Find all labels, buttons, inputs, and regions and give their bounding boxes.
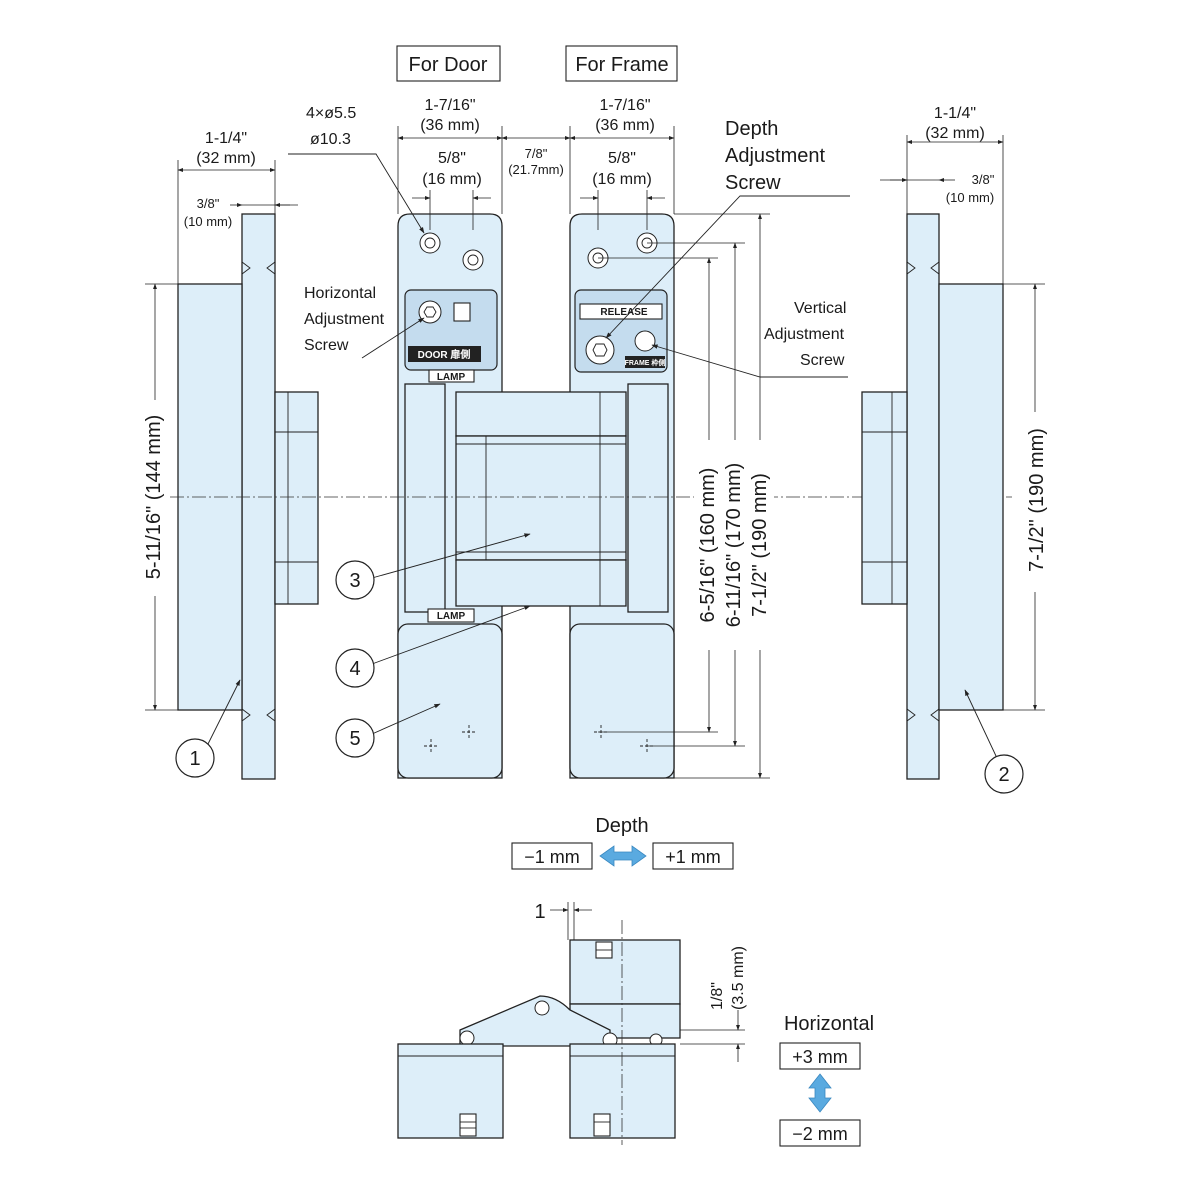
left-knuckle [274, 391, 319, 605]
door-arm-rail [404, 383, 446, 613]
callout-5: 5 [349, 728, 360, 750]
holes-spec: 4×ø5.5 [306, 105, 356, 122]
bottom-section-view: 1 1/8" (3.5 mm) [397, 901, 747, 1145]
callout-1: 1 [189, 748, 200, 770]
depth-adj-3: Screw [725, 172, 781, 194]
gap-in: 7/8" [525, 146, 548, 161]
h170: 6-11/16" (170 mm) [723, 463, 745, 628]
left-offset-mm: (10 mm) [184, 214, 232, 229]
frame-pitch-in: 5/8" [608, 150, 636, 167]
callout-3: 3 [349, 570, 360, 592]
lower-arm [455, 559, 627, 607]
front-view: For Door For Frame DOOR 扉側 LAMP LAMP REL… [170, 45, 1012, 779]
horiz-adj-2: Adjustment [304, 311, 385, 328]
horizontal-plus: +3 mm [792, 1047, 848, 1067]
right-body [938, 283, 1004, 711]
lamp-stamp-top: LAMP [437, 372, 466, 383]
door-pitch-in: 5/8" [438, 150, 466, 167]
vert-adj-3: Screw [800, 352, 845, 369]
right-offset-in: 3/8" [972, 172, 995, 187]
frame-width-in: 1-7/16" [599, 97, 650, 114]
bottom-h-mm: (3.5 mm) [730, 946, 747, 1010]
horizontal-title: Horizontal [784, 1013, 874, 1035]
right-knuckle [861, 391, 908, 605]
left-offset-in: 3/8" [197, 196, 220, 211]
right-side-view: 1-1/4" (32 mm) 3/8" (10 mm) 7-1/2" (190 … [861, 105, 1052, 794]
left-height: 5-11/16" (144 mm) [143, 415, 165, 580]
door-pitch-mm: (16 mm) [422, 171, 482, 188]
right-width-in: 1-1/4" [934, 105, 976, 122]
vert-adj-2: Adjustment [764, 326, 845, 343]
depth-offset: 1 [534, 901, 545, 923]
depth-indicator: Depth −1 mm +1 mm [511, 815, 734, 870]
door-bottom-cup [397, 623, 503, 779]
callout-4: 4 [349, 658, 360, 680]
frame-section-block [569, 1043, 676, 1139]
horiz-adj-3: Screw [304, 337, 349, 354]
callout-2: 2 [998, 764, 1009, 786]
depth-adj-2: Adjustment [725, 145, 825, 167]
frame-top-block [569, 939, 681, 1005]
left-width-in: 1-1/4" [205, 130, 247, 147]
depth-title: Depth [595, 815, 648, 837]
frame-stamp: FRAME 枠側 [625, 358, 666, 367]
frame-arm-rail [627, 383, 669, 613]
horizontal-minus: −2 mm [792, 1124, 848, 1144]
right-height: 7-1/2" (190 mm) [1026, 428, 1048, 572]
horizontal-indicator: Horizontal +3 mm −2 mm [779, 1013, 874, 1147]
frame-bottom-cup [569, 623, 675, 779]
gap-mm: (21.7mm) [508, 162, 564, 177]
frame-pitch-mm: (16 mm) [592, 171, 652, 188]
for-door-label: For Door [409, 54, 488, 76]
lamp-stamp-bottom: LAMP [437, 611, 466, 622]
horizontal-arrow-icon [808, 1073, 832, 1113]
horiz-adj-1: Horizontal [304, 285, 376, 302]
door-width-in: 1-7/16" [424, 97, 475, 114]
left-mount-plate [241, 213, 276, 780]
frame-width-mm: (36 mm) [595, 117, 655, 134]
upper-arm [455, 391, 627, 437]
left-width-mm: (32 mm) [196, 150, 256, 167]
release-stamp: RELEASE [600, 307, 648, 318]
door-section-block [397, 1043, 504, 1139]
right-offset-mm: (10 mm) [946, 190, 994, 205]
door-stamp: DOOR 扉側 [418, 348, 471, 361]
depth-plus: +1 mm [665, 847, 721, 867]
vert-adj-1: Vertical [794, 300, 846, 317]
left-side-view: 1-1/4" (32 mm) 3/8" (10 mm) 5-11/16" (14… [140, 130, 319, 780]
depth-minus: −1 mm [524, 847, 580, 867]
h190: 7-1/2" (190 mm) [749, 473, 771, 617]
right-width-mm: (32 mm) [925, 125, 985, 142]
bottom-h-in: 1/8" [709, 982, 726, 1010]
depth-arrow-icon [599, 845, 647, 867]
door-width-mm: (36 mm) [420, 117, 480, 134]
h160: 6-5/16" (160 mm) [697, 468, 719, 623]
for-frame-label: For Frame [575, 54, 668, 76]
center-link [455, 435, 627, 561]
depth-adj-1: Depth [725, 118, 778, 140]
counterbore-spec: ø10.3 [310, 131, 351, 148]
right-mount-plate [906, 213, 940, 780]
